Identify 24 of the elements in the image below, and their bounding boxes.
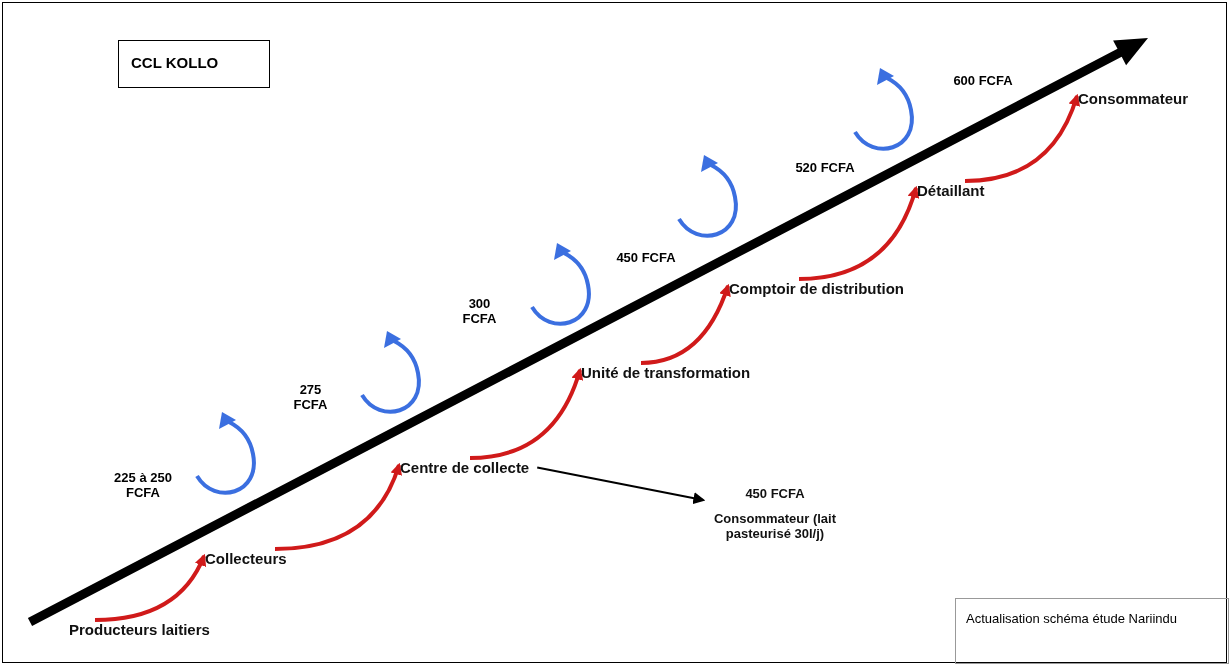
price-label: 225 à 250 FCFA xyxy=(113,470,173,500)
price-label: 450 FCFA xyxy=(744,486,806,501)
price-label: 520 FCFA xyxy=(794,160,856,175)
stage-label: Détaillant xyxy=(917,182,985,199)
title: CCL KOLLO xyxy=(118,40,270,88)
stage-label: Centre de collecte xyxy=(400,459,530,476)
arrow xyxy=(274,462,402,551)
stage-label: Producteurs laitiers xyxy=(69,621,210,638)
stage-label: Comptoir de distribution xyxy=(729,280,904,297)
arrow xyxy=(964,93,1080,183)
stage-label: Consommateur (lait pasteurisé 30l/j) xyxy=(712,511,838,541)
arrow xyxy=(536,466,706,505)
caption: Actualisation schéma étude Nariindu xyxy=(955,598,1229,664)
price-label: 300 FCFA xyxy=(461,296,498,326)
price-label: 275 FCFA xyxy=(292,382,329,412)
arrow xyxy=(640,283,731,365)
stage-label: Consommateur xyxy=(1078,90,1189,107)
stage-label: Collecteurs xyxy=(205,550,287,567)
stage-label: Unité de transformation xyxy=(581,364,751,381)
arrow xyxy=(94,553,206,622)
price-label: 450 FCFA xyxy=(615,250,677,265)
arrow xyxy=(469,367,583,460)
arrow xyxy=(798,185,919,281)
price-label: 600 FCFA xyxy=(952,73,1014,88)
